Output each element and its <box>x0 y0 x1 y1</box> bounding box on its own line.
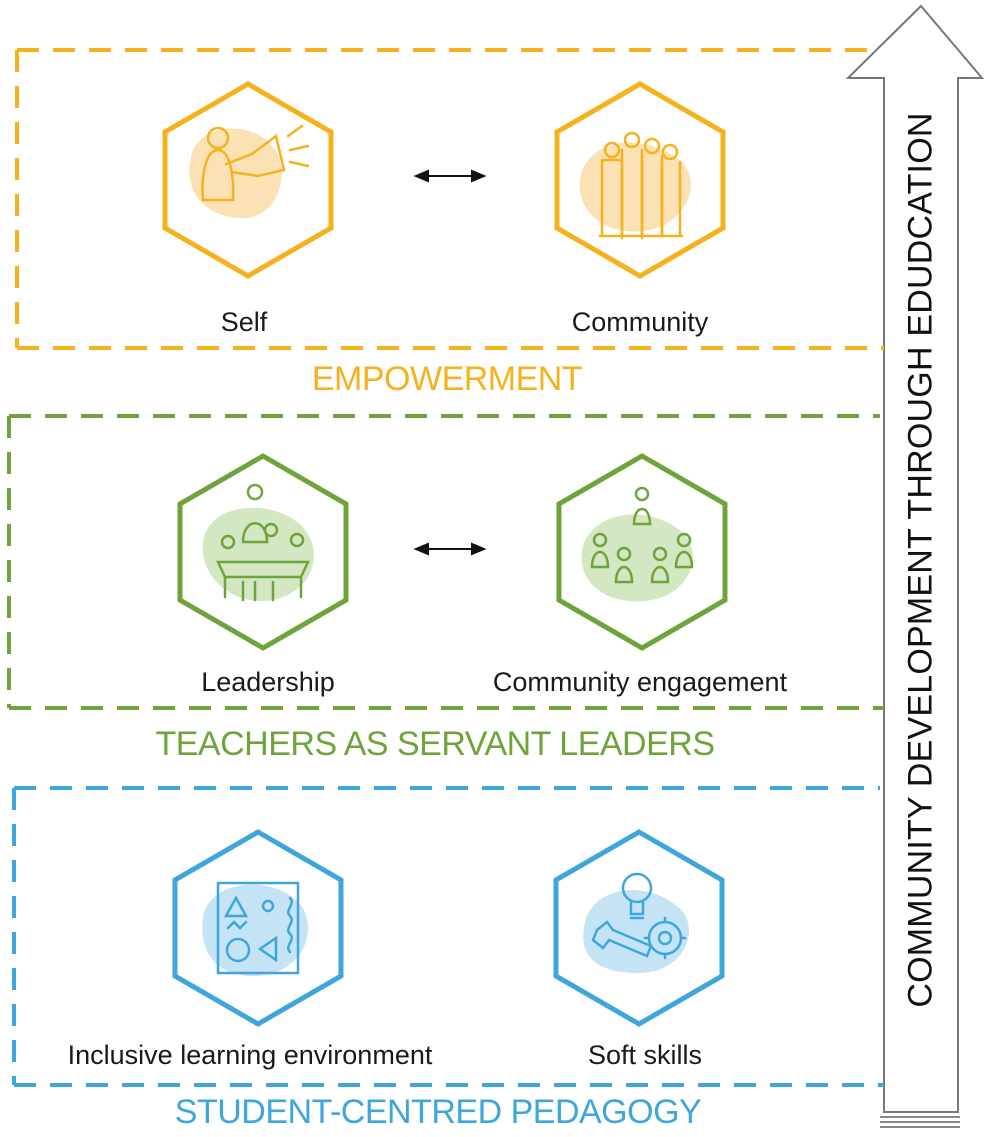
lightbulb-gear-wrench-icon <box>583 872 689 973</box>
inclusive-environment-hexagon <box>172 829 344 1027</box>
self-hexagon <box>162 81 334 279</box>
community-hexagon <box>554 81 726 279</box>
title-servant-leaders: TEACHERS AS SERVANT LEADERS <box>155 725 715 763</box>
meeting-table-icon <box>202 483 314 602</box>
title-pedagogy: STUDENT-CENTRED PEDAGOGY <box>174 1093 702 1131</box>
label-self: Self <box>220 307 268 337</box>
people-network-icon <box>581 486 694 602</box>
double-arrow-leaders <box>413 542 487 556</box>
people-group-icon <box>579 131 691 240</box>
label-inclusive-learning-environment: Inclusive learning environment <box>67 1040 433 1070</box>
label-leadership: Leadership <box>201 667 335 697</box>
upward-arrow <box>845 4 985 1128</box>
label-soft-skills: Soft skills <box>587 1040 703 1070</box>
label-community: Community <box>571 307 709 337</box>
soft-skills-hexagon <box>553 829 725 1027</box>
arrow-label: COMMUNITY DEVELOPMENT THROUGH EDUDCATION <box>901 112 940 1008</box>
speaker-megaphone-icon <box>189 124 310 219</box>
empowerment-box <box>15 48 884 350</box>
double-arrow-empowerment <box>413 169 487 183</box>
servant-leaders-box <box>7 414 884 710</box>
community-engagement-hexagon <box>556 453 728 651</box>
label-community-engagement: Community engagement <box>492 667 788 697</box>
shapes-board-icon <box>202 881 308 977</box>
title-empowerment: EMPOWERMENT <box>311 360 583 398</box>
pedagogy-box <box>12 786 884 1087</box>
leadership-hexagon <box>177 453 349 651</box>
